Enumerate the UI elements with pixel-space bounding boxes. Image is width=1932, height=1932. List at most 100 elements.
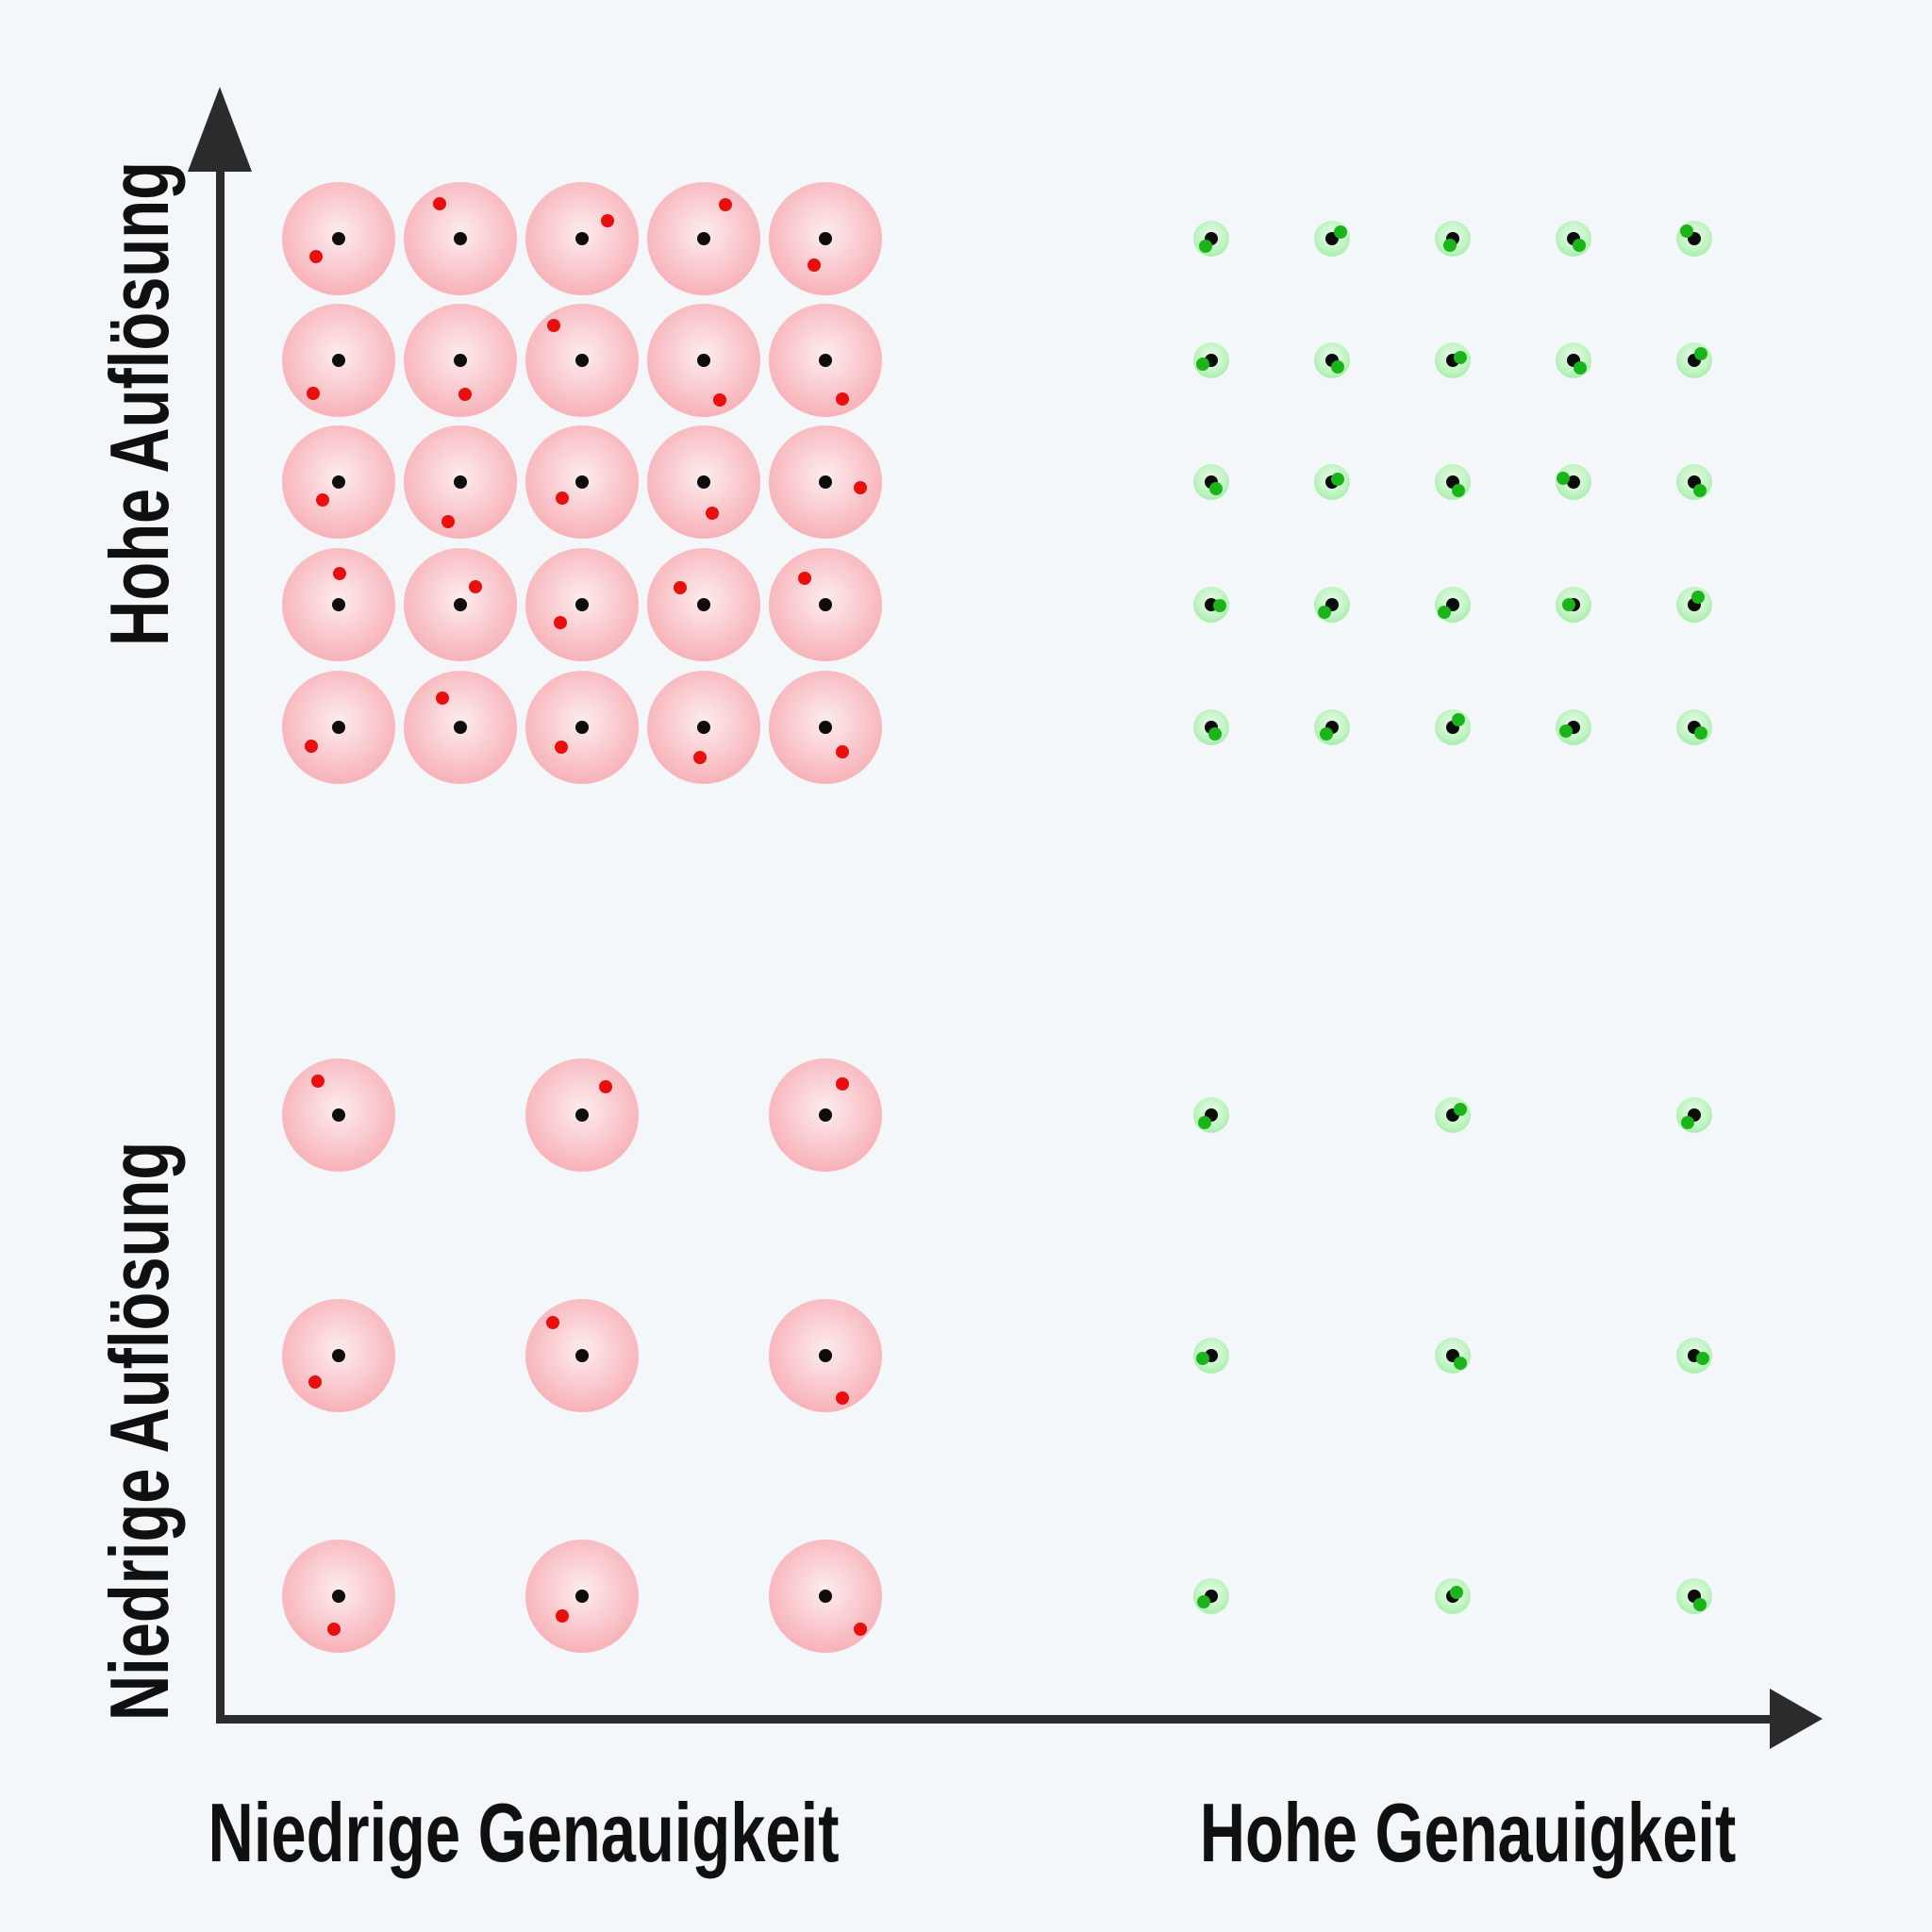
true-value-dot bbox=[332, 354, 345, 367]
measured-value-dot bbox=[693, 751, 707, 764]
x-axis-line bbox=[215, 1714, 1773, 1724]
measured-value-dot bbox=[836, 1391, 849, 1405]
true-value-dot bbox=[819, 721, 832, 734]
measured-value-dot bbox=[1209, 482, 1223, 495]
measured-value-dot bbox=[556, 1609, 569, 1623]
measured-value-dot bbox=[546, 1316, 559, 1329]
measured-value-dot bbox=[1454, 1357, 1467, 1370]
measured-value-dot bbox=[311, 1074, 325, 1088]
true-value-dot bbox=[575, 721, 589, 734]
true-value-dot bbox=[332, 475, 345, 489]
measured-value-dot bbox=[1208, 727, 1222, 741]
true-value-dot bbox=[697, 475, 710, 489]
measured-value-dot bbox=[554, 616, 567, 629]
measured-value-dot bbox=[1454, 351, 1467, 364]
measured-value-dot bbox=[458, 388, 472, 401]
measured-value-dot bbox=[469, 580, 482, 593]
measured-value-dot bbox=[836, 1077, 849, 1091]
true-value-dot bbox=[454, 721, 467, 734]
true-value-dot bbox=[575, 232, 589, 245]
measured-value-dot bbox=[436, 691, 449, 705]
measured-value-dot bbox=[601, 214, 614, 227]
measured-value-dot bbox=[1452, 484, 1465, 497]
true-value-dot bbox=[819, 475, 832, 489]
true-value-dot bbox=[332, 232, 345, 245]
measured-value-dot bbox=[706, 507, 719, 520]
measured-value-dot bbox=[1331, 360, 1344, 374]
true-value-dot bbox=[454, 354, 467, 367]
true-value-dot bbox=[454, 475, 467, 489]
true-value-dot bbox=[332, 1349, 345, 1362]
measured-value-dot bbox=[1693, 484, 1707, 497]
x-axis-label-low-accuracy: Niedrige Genauigkeit bbox=[208, 1786, 840, 1879]
measured-value-dot bbox=[1213, 599, 1226, 612]
measured-value-dot bbox=[1197, 1595, 1210, 1608]
y-axis-arrowhead-icon bbox=[188, 87, 252, 172]
true-value-dot bbox=[819, 1590, 832, 1603]
measured-value-dot bbox=[1680, 225, 1693, 238]
true-value-dot bbox=[575, 1349, 589, 1362]
measured-value-dot bbox=[547, 319, 560, 332]
measured-value-dot bbox=[854, 481, 867, 494]
measured-value-dot bbox=[1691, 591, 1705, 604]
measured-value-dot bbox=[1696, 1352, 1709, 1365]
true-value-dot bbox=[454, 232, 467, 245]
measured-value-dot bbox=[309, 250, 323, 263]
measured-value-dot bbox=[556, 491, 569, 505]
measured-value-dot bbox=[1198, 1116, 1211, 1129]
measured-value-dot bbox=[599, 1080, 612, 1093]
measured-value-dot bbox=[798, 572, 811, 585]
measured-value-dot bbox=[1320, 727, 1333, 741]
true-value-dot bbox=[332, 1590, 345, 1603]
x-axis-label-high-accuracy: Hohe Genauigkeit bbox=[1199, 1786, 1737, 1879]
true-value-dot bbox=[819, 1108, 832, 1122]
measured-value-dot bbox=[808, 258, 821, 272]
measured-value-dot bbox=[836, 745, 849, 758]
true-value-dot bbox=[819, 354, 832, 367]
measured-value-dot bbox=[719, 198, 732, 211]
measured-value-dot bbox=[1694, 726, 1707, 740]
measured-value-dot bbox=[1318, 606, 1331, 619]
true-value-dot bbox=[819, 232, 832, 245]
measured-value-dot bbox=[441, 515, 455, 528]
true-value-dot bbox=[819, 598, 832, 611]
measured-value-dot bbox=[333, 567, 346, 580]
measured-value-dot bbox=[555, 741, 568, 754]
measured-value-dot bbox=[1452, 713, 1465, 726]
measured-value-dot bbox=[1438, 606, 1451, 619]
true-value-dot bbox=[575, 1108, 589, 1122]
true-value-dot bbox=[697, 598, 710, 611]
y-axis-label-low-resolution: Niedrige Auflösung bbox=[92, 1141, 186, 1722]
true-value-dot bbox=[697, 354, 710, 367]
measured-value-dot bbox=[1450, 1586, 1463, 1599]
x-axis-arrowhead-icon bbox=[1770, 1689, 1823, 1749]
true-value-dot bbox=[697, 232, 710, 245]
measured-value-dot bbox=[1557, 472, 1570, 485]
measured-value-dot bbox=[307, 387, 320, 400]
true-value-dot bbox=[575, 598, 589, 611]
true-value-dot bbox=[332, 598, 345, 611]
measured-value-dot bbox=[327, 1623, 341, 1636]
true-value-dot bbox=[575, 354, 589, 367]
measured-value-dot bbox=[1559, 724, 1573, 738]
measured-value-dot bbox=[1694, 347, 1707, 360]
measured-value-dot bbox=[1443, 239, 1457, 252]
true-value-dot bbox=[697, 721, 710, 734]
measured-value-dot bbox=[1454, 1103, 1467, 1116]
true-value-dot bbox=[332, 1108, 345, 1122]
measured-value-dot bbox=[1199, 240, 1212, 253]
measured-value-dot bbox=[1331, 473, 1344, 486]
measured-value-dot bbox=[1196, 1352, 1209, 1365]
true-value-dot bbox=[454, 598, 467, 611]
measured-value-dot bbox=[1573, 239, 1586, 252]
measured-value-dot bbox=[836, 392, 849, 406]
y-axis-line bbox=[215, 160, 225, 1724]
true-value-dot bbox=[575, 475, 589, 489]
measured-value-dot bbox=[308, 1375, 322, 1389]
measured-value-dot bbox=[1562, 598, 1575, 611]
true-value-dot bbox=[332, 721, 345, 734]
measured-value-dot bbox=[1334, 225, 1347, 239]
measured-value-dot bbox=[316, 493, 329, 507]
true-value-dot bbox=[819, 1349, 832, 1362]
